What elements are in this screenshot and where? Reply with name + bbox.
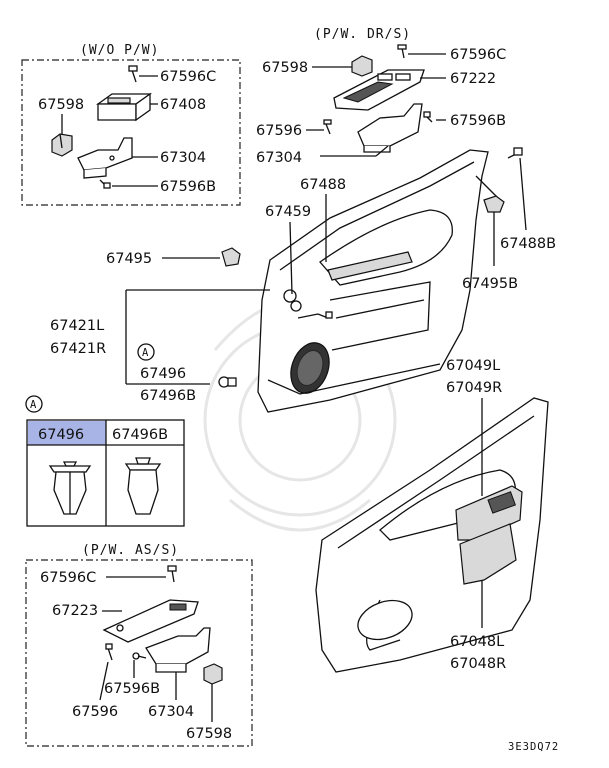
label-67596c-b: 67596C <box>450 47 506 63</box>
box-pw-ass: (P/W. AS/S) 67596C 67223 67596 6 <box>25 543 253 747</box>
label-67488: 67488 <box>300 177 346 193</box>
screw-icon <box>423 111 433 123</box>
screw-icon <box>397 44 407 59</box>
door-trim-panel-icon <box>257 149 489 413</box>
table-col-67496b: 67496B <box>112 427 168 443</box>
screw-icon <box>507 147 523 159</box>
bracket-icon <box>77 137 133 179</box>
label-67598-a: 67598 <box>38 97 84 113</box>
label-67596c-c: 67596C <box>40 570 96 586</box>
diagram-code: 3E3DQ72 <box>508 741 559 753</box>
label-67598-c: 67598 <box>186 726 232 742</box>
switch-icon <box>351 55 373 77</box>
section-pw-ass: (P/W. AS/S) <box>82 543 179 558</box>
label-67495: 67495 <box>106 251 152 267</box>
label-67596b-b: 67596B <box>450 113 506 129</box>
label-67495b: 67495B <box>462 276 518 292</box>
label-67488b: 67488B <box>500 236 556 252</box>
screw-icon <box>128 65 138 83</box>
label-67596b-c: 67596B <box>104 681 160 697</box>
group-pw-drs: (P/W. DR/S) 67598 67596C 67222 67596 <box>256 27 506 166</box>
section-wo-pw: (W/O P/W) <box>80 43 159 58</box>
power-window-switch-panel-icon <box>102 599 199 643</box>
label-67596c: 67596C <box>160 69 216 85</box>
screw-icon <box>99 179 111 189</box>
label-67459: 67459 <box>265 204 311 220</box>
clip-icon <box>221 247 241 267</box>
box-wo-pw: (W/O P/W) 67596C 67408 67598 <box>21 43 241 206</box>
callout-a: A <box>137 343 155 361</box>
label-67049r: 67049R <box>446 380 502 396</box>
svg-text:A: A <box>142 347 149 359</box>
table-col-67496: 67496 <box>38 427 84 443</box>
label-67304-c: 67304 <box>148 704 194 720</box>
bracket-icon <box>357 103 423 153</box>
switch-panel-icon <box>95 92 153 122</box>
screw-icon <box>132 652 147 660</box>
label-67496: 67496 <box>140 366 186 382</box>
clip-icon <box>218 376 237 388</box>
bracket-icon <box>145 627 211 673</box>
label-67408: 67408 <box>160 97 206 113</box>
switch-icon <box>203 663 223 685</box>
label-67304-a: 67304 <box>160 150 206 166</box>
label-67304-b: 67304 <box>256 150 302 166</box>
door-panel-icon <box>315 397 549 673</box>
label-67596b-a: 67596B <box>160 179 216 195</box>
label-67596-c: 67596 <box>72 704 118 720</box>
callout-a-table: A 67496 67496B <box>25 395 185 527</box>
clip-icon <box>124 457 162 515</box>
label-67421l: 67421L <box>50 318 104 334</box>
label-67048l: 67048L <box>450 634 504 650</box>
label-67049l: 67049L <box>446 358 500 374</box>
label-67596-b: 67596 <box>256 123 302 139</box>
label-67496b: 67496B <box>140 388 196 404</box>
clip-icon <box>48 461 92 515</box>
clip-icon <box>483 195 505 213</box>
label-67421r: 67421R <box>50 341 106 357</box>
screw-icon <box>167 565 177 583</box>
screw-icon <box>317 311 333 319</box>
screw-icon <box>105 643 113 661</box>
section-pw-drs: (P/W. DR/S) <box>314 27 411 42</box>
switch-icon <box>51 133 73 157</box>
power-window-switch-panel-icon <box>333 69 425 111</box>
svg-text:A: A <box>30 399 37 411</box>
label-67598-b: 67598 <box>262 60 308 76</box>
screw-icon <box>323 119 332 135</box>
label-67048r: 67048R <box>450 656 506 672</box>
label-67223: 67223 <box>52 603 98 619</box>
label-67222: 67222 <box>450 71 496 87</box>
